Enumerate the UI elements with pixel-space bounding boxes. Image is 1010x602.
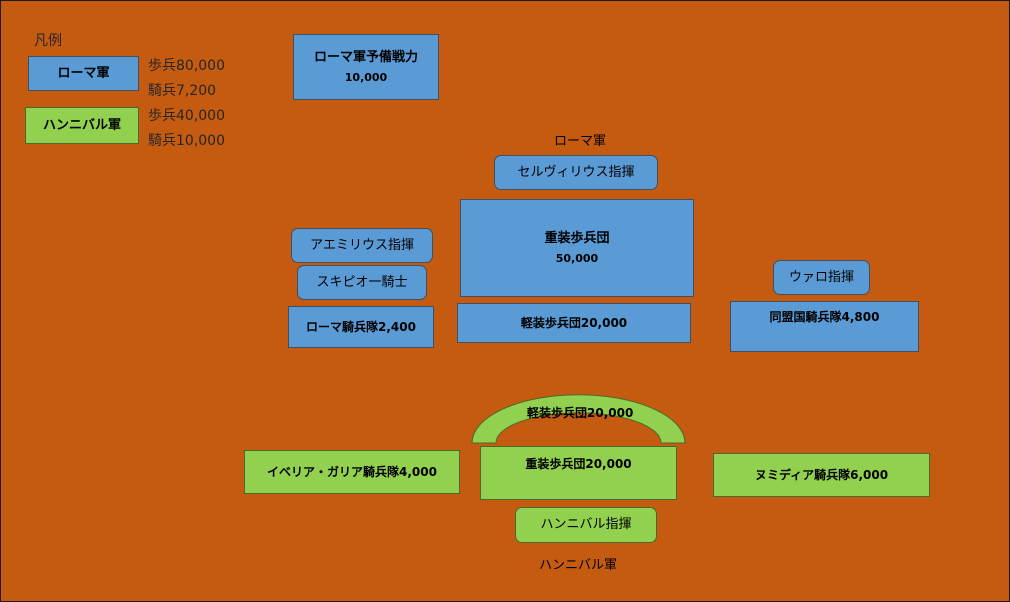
numidian-cavalry: ヌミディア騎兵隊6,000 bbox=[713, 453, 930, 497]
roman-army-label: ローマ軍 bbox=[554, 134, 607, 149]
roman-cavalry: ローマ騎兵隊2,400 bbox=[288, 306, 434, 348]
roman-light-infantry: 軽装歩兵団20,000 bbox=[457, 303, 691, 343]
roman-reserve-count: 10,000 bbox=[344, 71, 388, 85]
scipio-knight: スキピオ一騎士 bbox=[297, 265, 427, 300]
legend-hannibal-infantry: 歩兵40,000 bbox=[148, 108, 225, 124]
hannibal-command: ハンニバル指揮 bbox=[515, 507, 657, 543]
roman-heavy-infantry-name: 重装歩兵団 bbox=[544, 230, 610, 246]
hannibal-army-label: ハンニバル軍 bbox=[539, 558, 618, 573]
iberian-gallic-cavalry: イベリア・ガリア騎兵隊4,000 bbox=[244, 450, 460, 494]
roman-reserve-box: ローマ軍予備戦力 10,000 bbox=[293, 34, 439, 100]
roman-heavy-infantry-count: 50,000 bbox=[555, 252, 599, 266]
allied-cavalry: 同盟国騎兵隊4,800 bbox=[730, 301, 919, 352]
hannibal-light-infantry-label: 軽装歩兵団20,000 bbox=[527, 406, 634, 420]
legend-title: 凡例 bbox=[34, 33, 62, 49]
legend-hannibal-swatch: ハンニバル軍 bbox=[25, 107, 139, 144]
roman-reserve-name: ローマ軍予備戦力 bbox=[313, 49, 418, 65]
varro-command: ウァロ指揮 bbox=[773, 260, 870, 295]
roman-heavy-infantry: 重装歩兵団 50,000 bbox=[460, 199, 694, 297]
servilius-command: セルヴィリウス指揮 bbox=[494, 155, 658, 190]
hannibal-heavy-infantry: 重装歩兵団20,000 bbox=[480, 446, 677, 500]
arc-shape bbox=[471, 394, 686, 444]
aemilius-command: アエミリウス指揮 bbox=[291, 228, 433, 263]
legend-roman-infantry: 歩兵80,000 bbox=[148, 58, 225, 74]
legend-hannibal-cavalry: 騎兵10,000 bbox=[148, 133, 225, 149]
legend-roman-swatch: ローマ軍 bbox=[28, 56, 139, 91]
legend-roman-cavalry: 騎兵7,200 bbox=[148, 83, 217, 99]
